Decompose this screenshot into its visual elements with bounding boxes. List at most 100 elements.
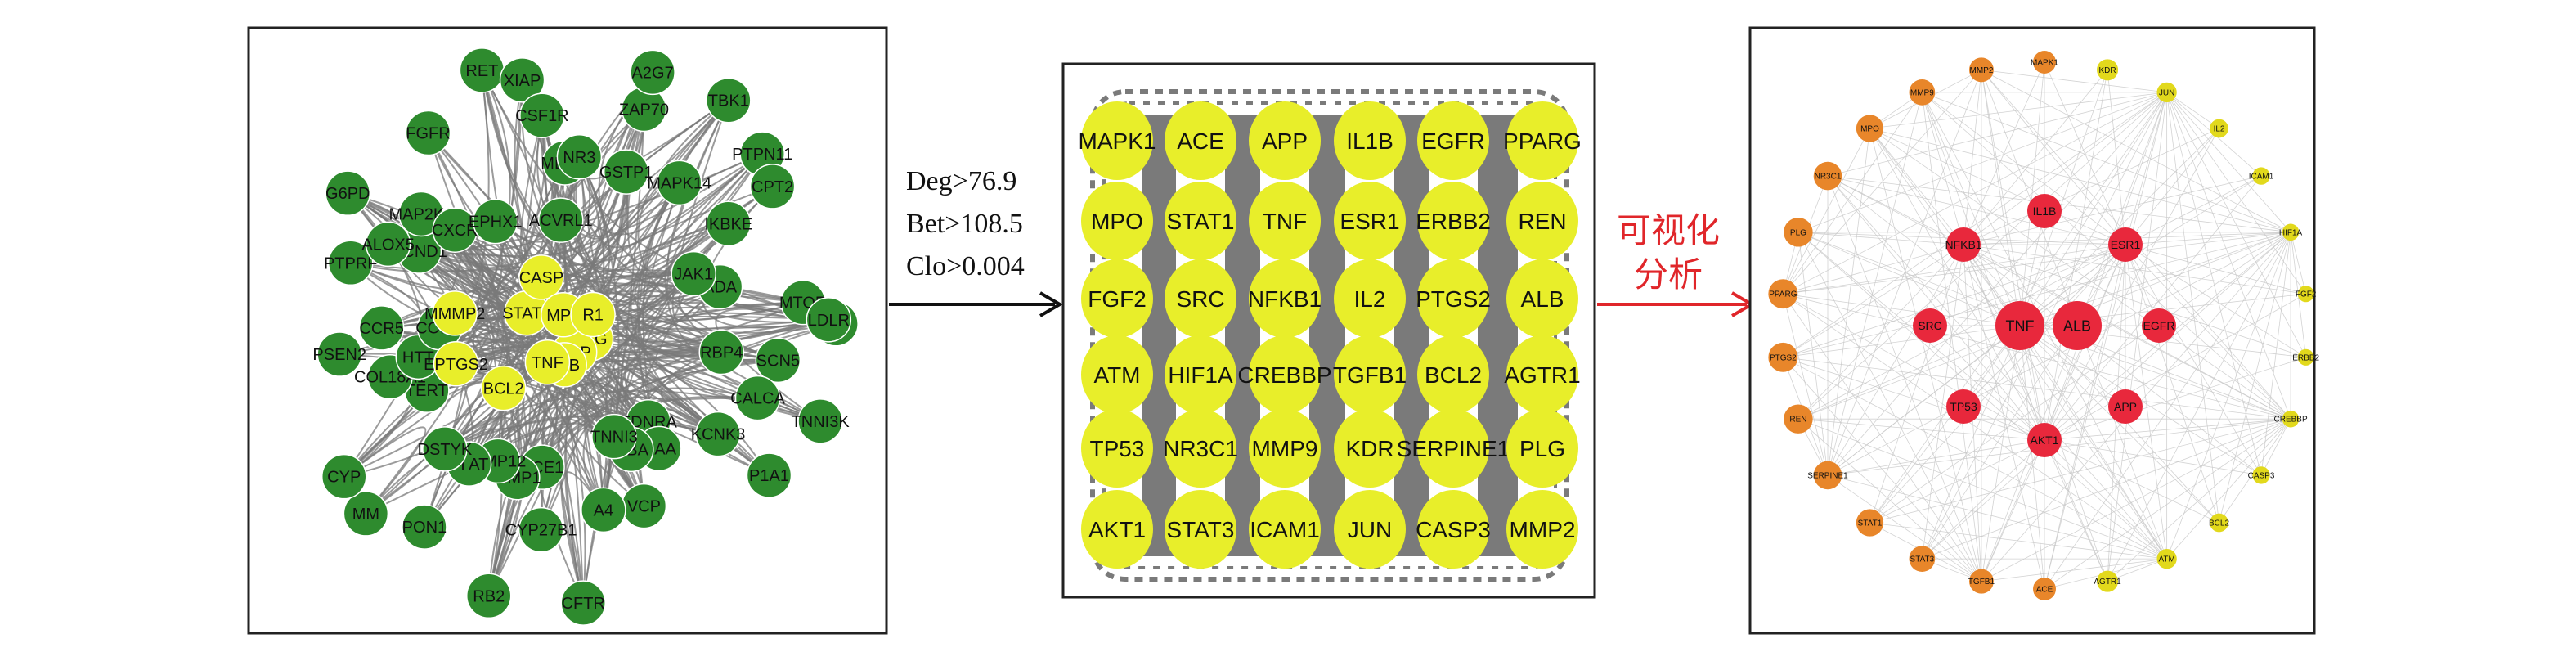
network-edge [444,415,719,450]
circular-edge [1981,69,2167,93]
network-node-green: CXCR [432,207,478,253]
circular-edge [1827,244,1964,476]
circular-node-label: ICAM1 [2249,173,2274,182]
network-node-circle [560,580,606,626]
circular-node: EGFR [2142,308,2176,343]
core-target-label: STAT3 [1167,517,1235,542]
network-node-label: PON1 [402,519,447,537]
core-target-ellipse [1081,259,1153,338]
network-edge [578,156,829,321]
circular-node-circle [1768,279,1798,309]
network-node-circle [432,290,478,336]
core-target-ellipse [1506,101,1578,180]
network-node-label: KCNK3 [691,426,746,444]
circular-edge [1963,128,2219,245]
circular-edge [2107,418,2291,582]
circular-node: NR3C1 [1813,161,1842,191]
core-target-label: PTGS2 [1416,286,1491,312]
network-node-label: DSTYK [418,441,473,459]
core-target-label: JUN [1348,517,1392,542]
core-target-ellipse [1249,259,1321,338]
circular-node-circle [2282,223,2300,241]
circular-node-label: SERPINE1 [1807,471,1848,480]
network-node-yellow: MMMP2 [424,290,485,336]
circular-edge [1827,439,2045,476]
network-node-green: PTPRF [324,240,378,286]
visualization-label-line1: 可视化 [1617,210,1720,250]
circular-edge [2166,92,2219,129]
circular-node-label: MMP9 [1910,88,1934,97]
network-node-label: TNNI3 [590,429,638,447]
circular-node-circle [2297,348,2314,366]
filter-arrow: Deg>76.9 Bet>108.5 Clo>0.004 [889,166,1063,317]
network-node-green: CSF1R [515,92,569,138]
circular-edge [1797,244,2126,420]
core-target-label: IL1B [1346,128,1393,154]
circular-node-label: ALB [2063,317,2091,334]
network-node-yellow: EPTGS2 [424,341,488,387]
core-target-node: STAT3 [1165,490,1236,569]
circular-node: PTGS2 [1768,342,1798,372]
network-node-circle [806,297,852,343]
network-node-label: ACVRL1 [529,212,593,230]
core-target-node: EGFR [1417,101,1489,180]
circular-node-label: SRC [1918,319,1942,332]
network-node-circle [316,331,362,377]
circular-edge [1827,474,1982,582]
network-node-green: TNNI3K [792,398,850,444]
network-node-green: IKBKE [704,200,752,247]
core-target-node: MMP9 [1249,409,1321,488]
circular-edge [2290,232,2307,295]
core-target-node: NR3C1 [1163,409,1238,488]
circular-edge [1922,92,2291,420]
circular-node-label: IL2 [2214,124,2225,133]
circular-edge [2125,175,2262,245]
core-target-ellipse [1334,335,1406,414]
core-network-edge-bundle [1142,115,1176,556]
network-edge [468,383,617,465]
circular-edge [1963,244,2262,476]
circular-edge [2044,439,2167,560]
network-node-green: RB2 [465,573,512,619]
circular-edge [2166,92,2219,524]
core-target-label: EGFR [1421,128,1485,154]
core-target-ellipse [1165,182,1236,260]
core-target-node: CASP3 [1416,490,1491,569]
network-node-circle [797,398,843,444]
network-node-circle [518,506,564,553]
network-node-label: CFTR [562,595,605,613]
circular-edge [1921,92,1982,582]
circular-node: CREBBP [2274,410,2308,428]
circular-node-circle [1909,79,1936,106]
panel-full-network-nodes: SCN5RBP4CALCATNNI3KKCNK3P1A1EDNRAGAAGBAV… [312,47,859,626]
circular-edge [1963,70,1982,245]
network-edge [468,405,580,531]
core-target-label: PLG [1519,436,1565,461]
network-node-yellow: R1 [570,291,616,338]
circular-edge [1963,244,2108,582]
circular-edge [1922,244,2126,560]
network-node-green: XIAP [499,57,545,103]
filter-arrow-head [1039,291,1063,317]
core-target-ellipse [1334,490,1406,569]
circular-node-circle [1856,115,1884,142]
core-target-node: PPARG [1503,101,1582,180]
core-target-label: APP [1262,128,1308,154]
core-target-ellipse [1334,409,1406,488]
network-node-green: RBP4 [698,329,744,375]
circular-edge [1922,92,2291,233]
network-node-green: VCP [621,483,667,529]
circular-node: AGTR1 [2094,570,2121,592]
network-node-yellow: TNF [524,339,571,385]
core-target-ellipse [1417,182,1489,260]
circular-node-label: TGFB1 [1968,578,1995,587]
network-edge [559,220,758,399]
circular-node-circle [1813,461,1842,490]
core-target-ellipse [1081,409,1153,488]
circular-node-label: KDR [2098,66,2116,75]
circular-node-circle [1856,509,1884,537]
core-target-label: HIF1A [1168,362,1233,388]
network-node-label: P1A1 [749,467,789,485]
circular-node: ERBB2 [2292,348,2319,366]
